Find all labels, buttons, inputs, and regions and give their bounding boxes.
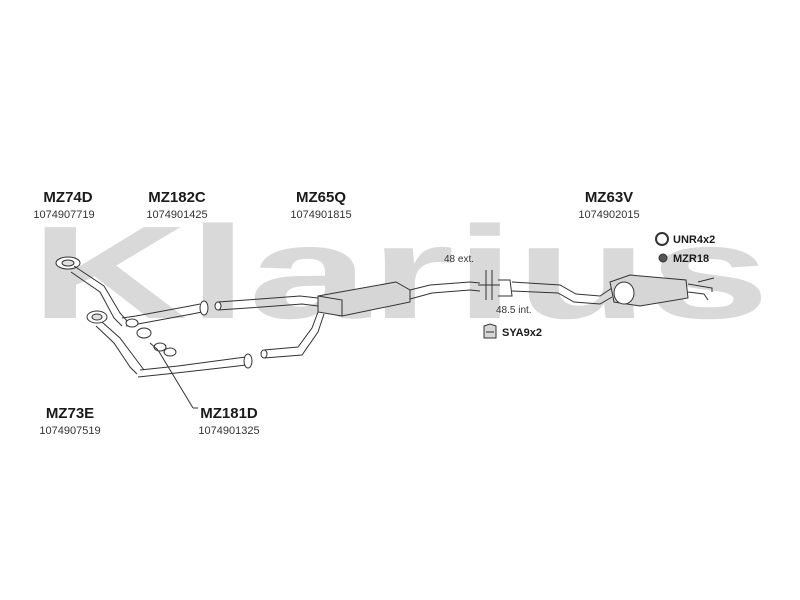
- hanger-mount-icon: [483, 323, 497, 339]
- joint-pieces: [125, 318, 177, 357]
- dimension-ext-label: 48 ext.: [444, 254, 474, 265]
- part-label-mz63v: MZ63V 1074902015: [578, 189, 639, 221]
- accessory-sya9x2: SYA9x2: [483, 323, 542, 339]
- part-number: 1074907719: [33, 209, 94, 221]
- part-code: MZ74D: [43, 189, 92, 206]
- part-number: 1074902015: [578, 209, 639, 221]
- gasket-icon: [153, 342, 167, 352]
- front-pipe-mz73e: [86, 310, 253, 378]
- part-number: 1074901325: [198, 425, 259, 437]
- accessory-mzr18: MZR18: [658, 253, 709, 265]
- gasket-icon: [125, 318, 139, 328]
- rubber-mount-icon: [658, 253, 668, 263]
- ring-clamp-icon: [655, 232, 669, 246]
- gasket-icon: [136, 327, 152, 339]
- centre-silencer-body: [317, 281, 411, 317]
- leader-line-mz181d: [154, 344, 194, 409]
- accessory-unr4x2: UNR4x2: [655, 232, 715, 246]
- rear-silencer-mz63v: [511, 274, 715, 307]
- accessory-code: SYA9x2: [502, 327, 542, 339]
- front-pipe-mz74d: [55, 256, 209, 327]
- accessory-code: UNR4x2: [673, 234, 715, 246]
- dimension-markers: [478, 270, 513, 300]
- part-label-mz181d: MZ181D 1074901325: [198, 405, 259, 437]
- part-code: MZ65Q: [296, 189, 346, 206]
- accessory-code: MZR18: [673, 253, 709, 265]
- part-label-mz73e: MZ73E 1074907519: [39, 405, 100, 437]
- part-code: MZ181D: [200, 405, 258, 422]
- part-code: MZ182C: [148, 189, 206, 206]
- part-label-mz182c: MZ182C 1074901425: [146, 189, 207, 221]
- gasket-icon: [163, 347, 177, 357]
- centre-silencer-mz65q: [214, 281, 481, 359]
- part-code: MZ73E: [46, 405, 94, 422]
- part-number: 1074907519: [39, 425, 100, 437]
- part-label-mz74d: MZ74D 1074907719: [33, 189, 94, 221]
- part-label-mz65q: MZ65Q 1074901815: [290, 189, 351, 221]
- dimension-int-label: 48.5 int.: [496, 305, 532, 316]
- part-number: 1074901425: [146, 209, 207, 221]
- part-code: MZ63V: [585, 189, 633, 206]
- part-number: 1074901815: [290, 209, 351, 221]
